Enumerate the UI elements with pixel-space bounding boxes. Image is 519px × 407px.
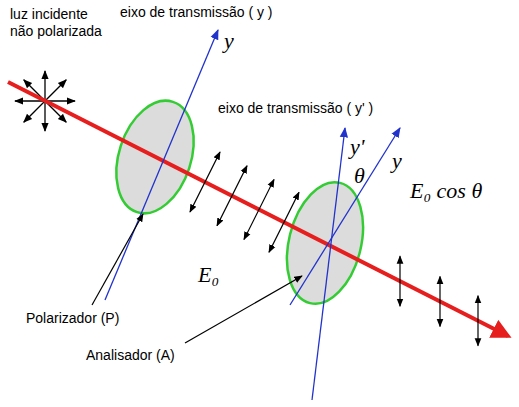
field-arrow (217, 166, 247, 226)
field-arrow (439, 276, 440, 326)
field-arrow (244, 180, 274, 240)
light-label: luz incidente não polarizada (10, 6, 115, 40)
part-name: Analisador (A) (86, 347, 175, 363)
axis-symbol: y (392, 148, 402, 173)
axis-symbol: y' (350, 134, 364, 159)
axis-symbol: y (224, 28, 234, 53)
field-arrow (477, 296, 478, 346)
analyzer-axis (312, 128, 345, 400)
leader-line (92, 214, 143, 305)
angle-symbol: θ (354, 163, 365, 188)
part-name: Polarizador (P) (26, 310, 119, 326)
field-amplitude: E₀ (198, 262, 219, 287)
polarizer-axis (105, 30, 218, 300)
field-arrow (190, 152, 220, 212)
reference-axis (290, 128, 400, 305)
axis-label: eixo de transmissão ( y ) (120, 4, 273, 20)
field-amplitude: E₀ cos θ (410, 178, 482, 203)
field-arrow (399, 256, 400, 306)
light-beam (8, 82, 508, 336)
axis-label: eixo de transmissão ( y' ) (218, 100, 373, 116)
field-arrow (269, 192, 299, 252)
